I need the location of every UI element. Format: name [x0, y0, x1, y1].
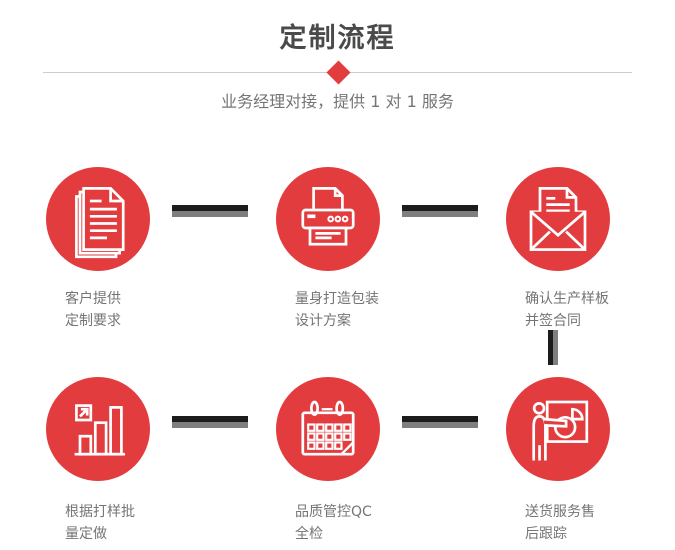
step-circle-sample-contract — [506, 167, 610, 271]
step-circle-delivery-tracking — [506, 377, 610, 481]
step-label-batch-production: 根据打样批 量定做 — [65, 504, 135, 542]
step-circle-quality-control — [276, 377, 380, 481]
printer-icon — [301, 187, 355, 246]
envelope-icon — [529, 187, 587, 251]
step-circle-packaging-design — [276, 167, 380, 271]
step-circle-batch-production — [46, 377, 150, 481]
diamond-icon — [326, 60, 351, 85]
page-title: 定制流程 — [279, 23, 396, 54]
connector-step3-step6 — [548, 330, 558, 365]
connector-step4-step5 — [172, 416, 248, 428]
bar-chart-icon — [74, 404, 125, 456]
subtitle: 业务经理对接，提供 1 对 1 服务 — [221, 92, 454, 111]
connector-step1-step2 — [172, 205, 248, 217]
connector-step5-step6 — [402, 416, 478, 428]
step-label-sample-contract: 确认生产样板 并签合同 — [525, 291, 609, 329]
step-label-quality-control: 品质管控QC 全检 — [295, 504, 372, 542]
step-label-delivery-tracking: 送货服务售 后跟踪 — [525, 504, 595, 542]
connector-step2-step3 — [402, 205, 478, 217]
presenter-icon — [532, 400, 589, 461]
documents-icon — [75, 187, 125, 259]
step-label-packaging-design: 量身打造包装 设计方案 — [295, 291, 379, 329]
calendar-icon — [301, 400, 355, 456]
step-circle-customer-requirements — [46, 167, 150, 271]
step-label-customer-requirements: 客户提供 定制要求 — [65, 291, 121, 329]
